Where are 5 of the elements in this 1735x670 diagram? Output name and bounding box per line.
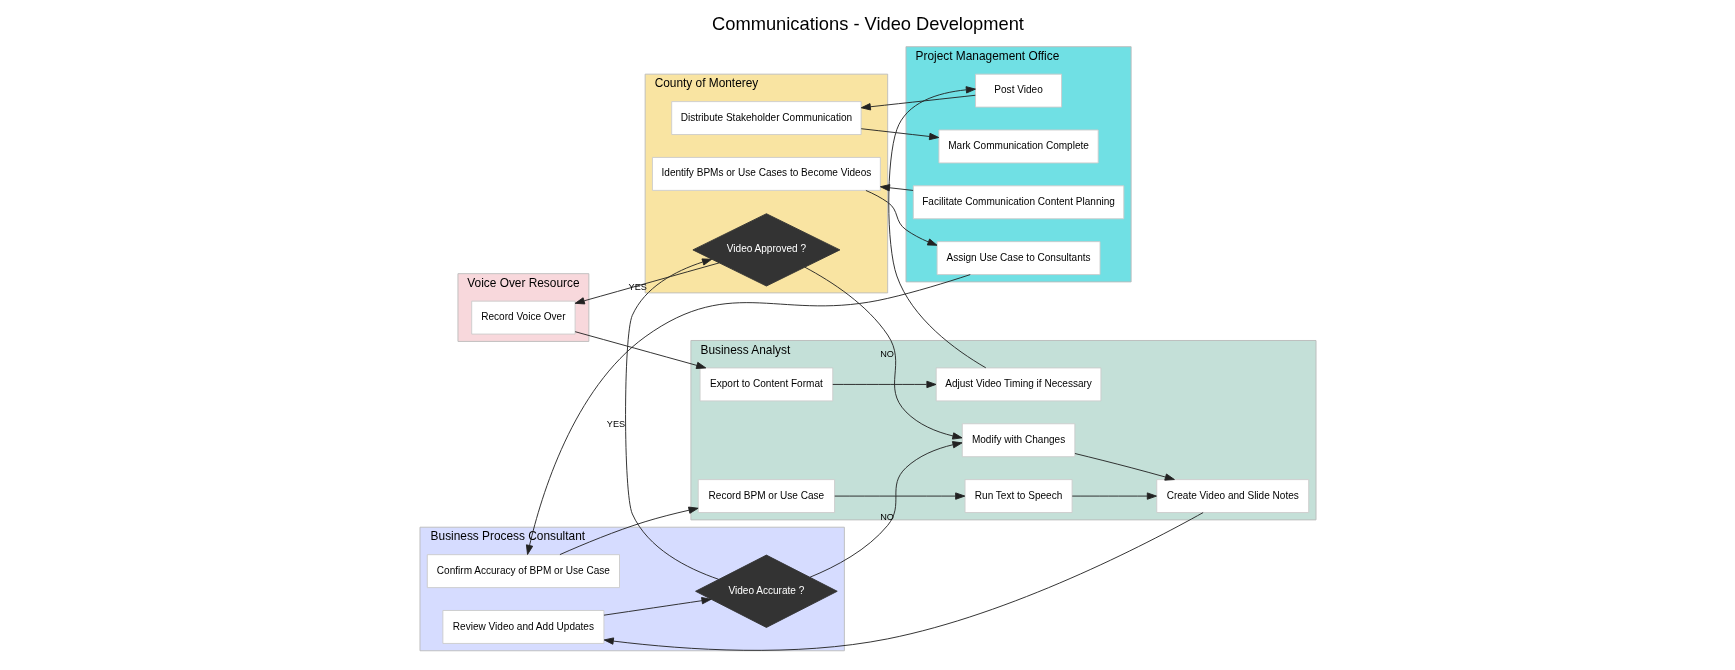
edge-label: NO — [879, 349, 894, 360]
edge-label: YES — [628, 282, 647, 293]
diagram-title: Communications - Video Development — [711, 13, 1024, 35]
edge-label: YES — [606, 418, 625, 429]
edge-label: NO — [879, 511, 894, 522]
